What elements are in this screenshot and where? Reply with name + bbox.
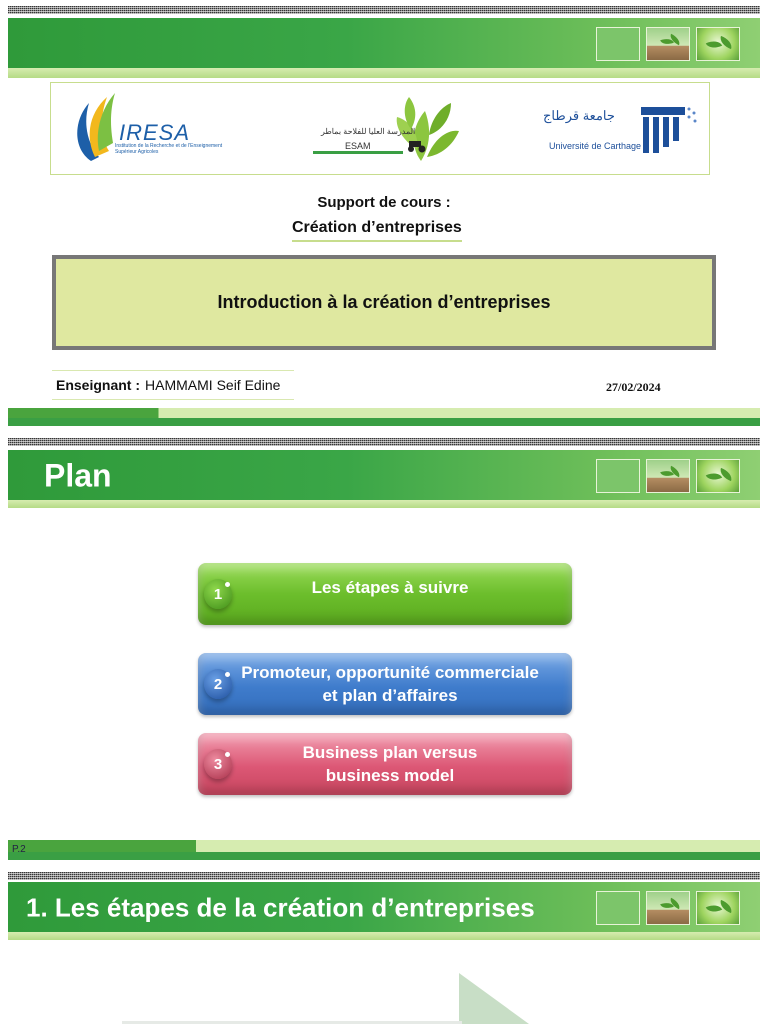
intro-title-box: Introduction à la création d’entreprises — [52, 255, 716, 350]
iresa-subtitle: Institution de la Recherche et de l'Ense… — [115, 143, 223, 155]
slide3-banner: 1. Les étapes de la création d’entrepris… — [8, 882, 760, 934]
carthage-arabic-name: جامعة قرطاج — [543, 108, 615, 123]
teacher-line: Enseignant : HAMMAMI Seif Edine — [52, 370, 294, 400]
iresa-name: IRESA — [119, 120, 191, 145]
slide3-banner-underline — [8, 932, 760, 940]
esam-bar — [313, 151, 403, 154]
slide1-banner — [8, 18, 760, 70]
sprout-icon — [696, 27, 740, 61]
iresa-logo-icon — [77, 93, 115, 161]
thumbnail-plain — [596, 891, 640, 925]
teacher-name: HAMMAMI Seif Edine — [145, 377, 281, 393]
arrow-shape — [459, 973, 529, 1024]
gray-line — [122, 1021, 462, 1024]
carthage-columns-icon — [641, 107, 697, 153]
banner-thumbnails — [596, 27, 740, 61]
support-label: Support de cours : — [317, 194, 451, 211]
slide1-footer-light — [8, 408, 760, 420]
plan-title: Plan — [44, 457, 112, 494]
plan-item-label: Business plan versus business model — [302, 743, 478, 785]
plan-item-3[interactable]: 3 Business plan versus business model — [198, 733, 572, 795]
plan-number-1: 1 — [204, 579, 232, 609]
slide3-hatch-stripe — [8, 872, 760, 880]
seedling-soil-icon — [646, 27, 690, 61]
slide-date: 27/02/2024 — [606, 380, 661, 394]
plan-item-label: Promoteur, opportunité commerciale et pl… — [241, 663, 539, 705]
seedling-soil-icon — [646, 459, 690, 493]
page-number: P.2 — [12, 844, 26, 855]
slide1-footer-dark — [8, 418, 760, 426]
logo-panel: IRESA Institution de la Recherche et de … — [50, 82, 710, 175]
sprout-icon — [696, 459, 740, 493]
thumbnail-plain — [596, 459, 640, 493]
esam-arabic-name: المدرسة العليا للفلاحة بماطر — [321, 127, 416, 136]
esam-tractor-icon — [408, 141, 426, 153]
banner-thumbnails — [596, 891, 740, 925]
teacher-label: Enseignant : — [56, 377, 141, 393]
plan-item-2[interactable]: 2 Promoteur, opportunité commerciale et … — [198, 653, 572, 715]
slide2-banner-underline — [8, 500, 760, 508]
banner-thumbnails — [596, 459, 740, 493]
slide2-hatch-stripe — [8, 438, 760, 446]
plan-number-2: 2 — [204, 669, 232, 699]
slide2-footer-dark — [8, 852, 760, 860]
intro-title: Introduction à la création d’entreprises — [217, 292, 551, 312]
carthage-name: Université de Carthage — [549, 141, 642, 151]
plan-item-1[interactable]: 1 Les étapes à suivre — [198, 563, 572, 625]
sprout-icon — [696, 891, 740, 925]
top-hatch-stripe — [8, 6, 760, 14]
course-title: Création d’entreprises — [292, 219, 462, 242]
thumbnail-plain — [596, 27, 640, 61]
slide2-banner: Plan — [8, 450, 760, 502]
plan-item-label: Les étapes à suivre — [311, 578, 469, 597]
seedling-soil-icon — [646, 891, 690, 925]
esam-name: ESAM — [345, 141, 371, 151]
slide2-footer-light — [8, 840, 760, 854]
section-title: 1. Les étapes de la création d’entrepris… — [26, 892, 535, 923]
slide1-banner-underline — [8, 68, 760, 78]
plan-number-3: 3 — [204, 749, 232, 779]
